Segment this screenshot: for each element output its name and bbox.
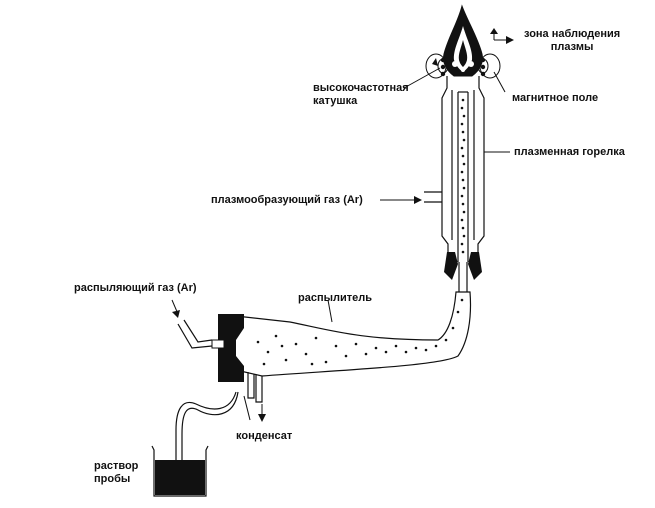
label-nebulizer: распылитель: [298, 292, 372, 305]
label-plasma-torch: плазменная горелка: [514, 146, 625, 159]
label-observation-zone: зона наблюдения плазмы: [524, 28, 620, 54]
plasma-flame: [443, 4, 483, 77]
torch-base: [444, 252, 482, 280]
label-plasma-gas-text: плазмообразующий газ (Ar): [211, 194, 363, 206]
arrowheads: [172, 28, 514, 422]
label-nebulizer-gas-text: распыляющий газ (Ar): [74, 282, 197, 294]
aerosol-injector: [460, 98, 466, 254]
spray-chamber: [235, 262, 472, 403]
label-magnetic-field-text: магнитное поле: [512, 92, 599, 104]
label-condensate: конденсат: [236, 430, 292, 443]
label-hf-coil-line1: высокочастотная: [313, 82, 409, 94]
label-sample-solution: раствор пробы: [94, 460, 138, 486]
aerosol-chamber: [256, 298, 464, 366]
label-hf-coil: высокочастотная катушка: [313, 82, 409, 108]
label-observation-zone-line1: зона наблюдения: [524, 28, 621, 40]
label-plasma-gas: плазмообразующий газ (Ar): [211, 194, 363, 207]
label-nebulizer-gas: распыляющий газ (Ar): [74, 282, 197, 295]
leaders: [171, 32, 510, 421]
label-nebulizer-text: распылитель: [298, 292, 372, 304]
sample-beaker: [151, 445, 209, 497]
label-sample-solution-line1: раствор: [94, 460, 139, 472]
nebulizer-gas-tube: [177, 319, 213, 349]
label-sample-solution-line2: пробы: [94, 473, 131, 485]
nebulizer-block: [211, 314, 244, 382]
label-magnetic-field: магнитное поле: [512, 92, 598, 105]
plasma-torch: [424, 76, 485, 262]
hf-coil-turns: [440, 57, 486, 77]
label-condensate-text: конденсат: [236, 430, 293, 442]
label-observation-zone-line2: плазмы: [550, 41, 594, 53]
sample-capillary: [175, 391, 239, 480]
label-plasma-torch-text: плазменная горелка: [514, 146, 625, 158]
label-hf-coil-line2: катушка: [313, 95, 358, 107]
